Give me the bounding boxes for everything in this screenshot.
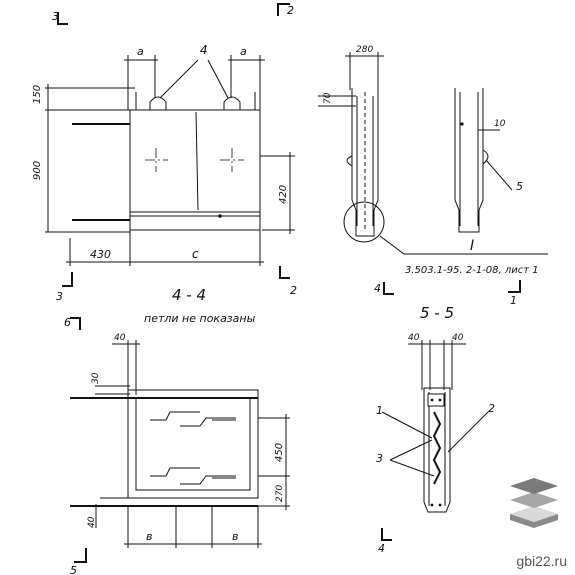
dim-label-40-55-right: 40 bbox=[452, 333, 464, 343]
section-label-5-bottom: 5 bbox=[70, 564, 77, 575]
dim-label-430: 430 bbox=[90, 248, 111, 261]
node-I-leader bbox=[379, 235, 548, 255]
node-I-label: I bbox=[470, 238, 474, 254]
section-label-4-top: 4 bbox=[374, 282, 381, 295]
leader-2 bbox=[447, 411, 489, 453]
watermark-logo-icon bbox=[510, 478, 558, 528]
view-title-4-4: 4 - 4 bbox=[172, 286, 206, 304]
logo-layer-3 bbox=[510, 478, 558, 494]
top-cap bbox=[427, 393, 445, 407]
section-mark-4-bottom bbox=[381, 528, 392, 541]
connector-top-right bbox=[180, 417, 236, 427]
dim-label-70: 70 bbox=[323, 92, 333, 104]
leader-4-right bbox=[207, 59, 229, 99]
dim-label-10: 10 bbox=[494, 119, 506, 129]
section-4-4: 4 - 4 петли не показаны 6 40 30 450 270 bbox=[64, 286, 290, 575]
insulation-layer bbox=[432, 411, 442, 485]
side-views: 280 70 I 3.503.1-95. 2-1-08, лист 1 10 5… bbox=[318, 45, 548, 307]
dim-label-30: 30 bbox=[91, 372, 101, 384]
logo-layer-2 bbox=[510, 492, 558, 508]
callout-2: 2 bbox=[488, 402, 495, 415]
section-5-5: 5 - 5 40 40 1 2 3 4 bbox=[376, 304, 495, 555]
dim-label-150: 150 bbox=[32, 85, 43, 104]
panel-outline bbox=[129, 109, 261, 213]
section-mark-2-bottom bbox=[279, 266, 290, 279]
lifting-loop-right bbox=[223, 96, 241, 110]
reference-text: 3.503.1-95. 2-1-08, лист 1 bbox=[405, 265, 539, 276]
view-note-4-4: петли не показаны bbox=[144, 312, 256, 325]
dim-label-280: 280 bbox=[356, 45, 373, 55]
rebar-dot-3 bbox=[430, 503, 434, 507]
section-mark-6-top bbox=[70, 317, 81, 330]
leader-5 bbox=[485, 159, 513, 191]
section-mark-2-top bbox=[277, 3, 290, 16]
leader-4-left bbox=[159, 59, 199, 99]
leader-3a bbox=[389, 439, 433, 461]
connector-bottom-right bbox=[180, 475, 236, 485]
watermark-text: gbi22.ru bbox=[516, 553, 567, 569]
dim-label-900: 900 bbox=[32, 161, 43, 180]
callout-5: 5 bbox=[516, 180, 523, 193]
dim-label-40-top: 40 bbox=[114, 333, 126, 343]
view-title-5-5: 5 - 5 bbox=[420, 304, 454, 322]
lifting-loop-left bbox=[149, 96, 167, 110]
panel-seam bbox=[195, 111, 199, 211]
front-view: 3 2 a a 4 150 900 bbox=[32, 3, 297, 303]
logo-side bbox=[510, 514, 558, 528]
callout-4-loops: 4 bbox=[200, 43, 208, 57]
dim-label-b-right: в bbox=[232, 530, 238, 543]
dim-label-c: c bbox=[192, 247, 199, 261]
section-label-4-bottom: 4 bbox=[378, 542, 385, 555]
dim-label-450: 450 bbox=[274, 443, 285, 462]
section-label-2-top: 2 bbox=[287, 4, 294, 17]
dim-label-40-55-left: 40 bbox=[408, 333, 420, 343]
connector-top-left bbox=[150, 411, 200, 421]
dim-label-40-bottom: 40 bbox=[87, 516, 97, 528]
leader-3b bbox=[389, 459, 435, 477]
dim-label-420: 420 bbox=[278, 185, 289, 204]
section-mark-4-top bbox=[383, 282, 394, 295]
node-I-circle bbox=[343, 201, 385, 243]
dim-label-a-left: a bbox=[137, 45, 144, 58]
section-label-3-top: 3 bbox=[52, 10, 59, 23]
dim-label-a-right: a bbox=[240, 45, 247, 58]
embedded-part-dot bbox=[218, 214, 222, 218]
callout-3: 3 bbox=[376, 452, 383, 465]
section-mark-3-top bbox=[57, 12, 68, 25]
rebar-dot-4 bbox=[438, 503, 442, 507]
section-mark-5-bottom bbox=[74, 548, 87, 563]
side-2-dot bbox=[460, 122, 464, 126]
section-mark-1 bbox=[508, 280, 521, 293]
section-55-outline bbox=[423, 387, 451, 513]
rebar-dot-2 bbox=[438, 398, 442, 402]
bottom-strip bbox=[129, 211, 261, 231]
side-loop bbox=[346, 155, 353, 167]
side-section-2-outline bbox=[454, 88, 484, 233]
section-label-6-top: 6 bbox=[64, 316, 71, 329]
dim-label-270: 270 bbox=[275, 485, 285, 502]
dim-label-b-left: в bbox=[146, 530, 152, 543]
section-mark-3-bottom bbox=[62, 272, 73, 287]
plan-outline bbox=[127, 389, 259, 499]
leader-1 bbox=[381, 411, 433, 439]
side-2-loop bbox=[482, 149, 489, 165]
side-section-outline bbox=[351, 88, 379, 237]
section-label-2-bottom: 2 bbox=[290, 284, 297, 297]
callout-1: 1 bbox=[376, 404, 383, 417]
rebar-dot-1 bbox=[430, 398, 434, 402]
section-label-1: 1 bbox=[510, 294, 517, 307]
connector-bottom-left bbox=[150, 467, 200, 477]
section-label-3-bottom: 3 bbox=[56, 290, 63, 303]
